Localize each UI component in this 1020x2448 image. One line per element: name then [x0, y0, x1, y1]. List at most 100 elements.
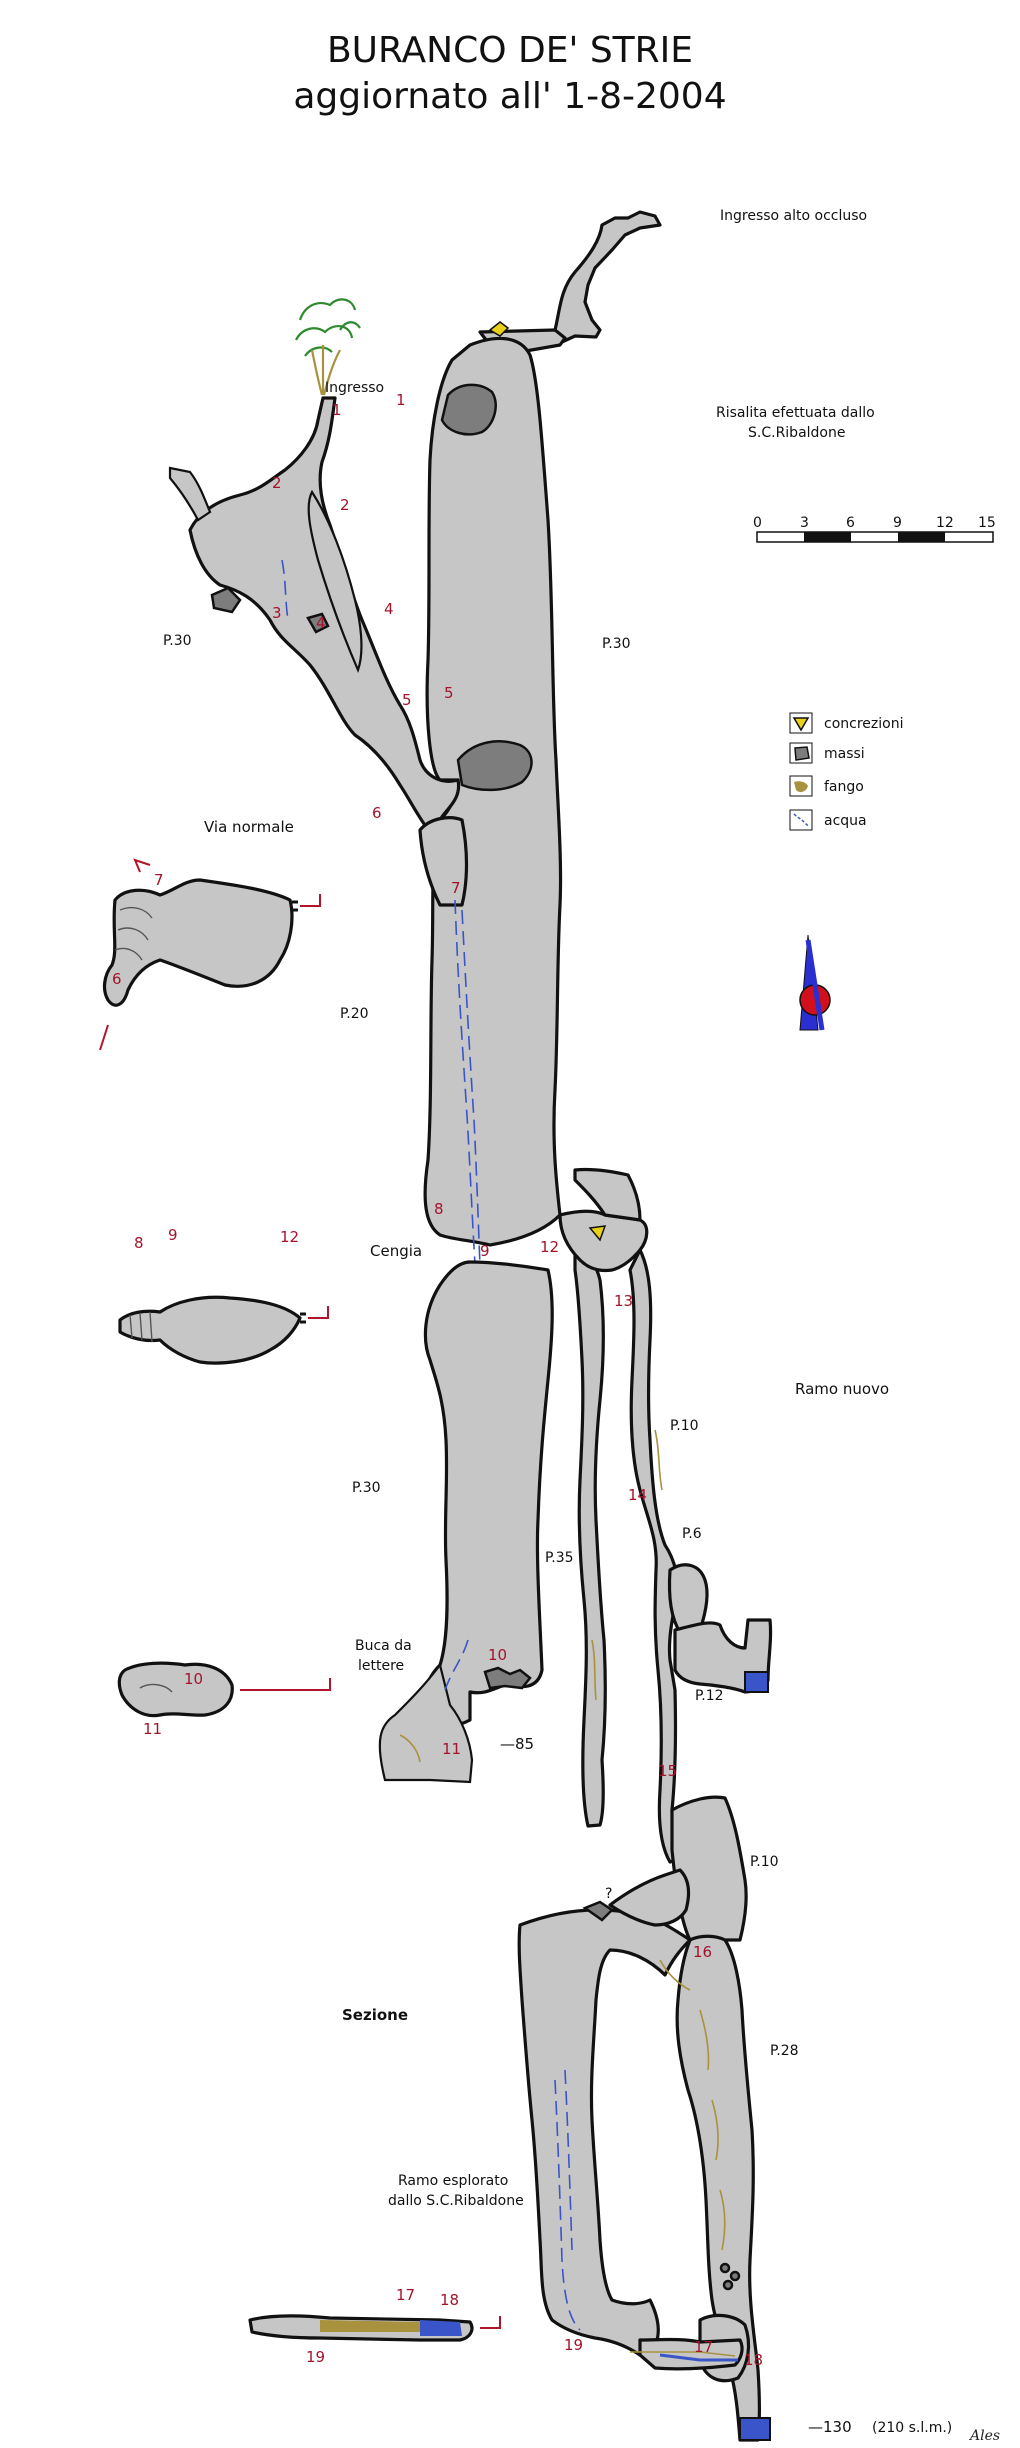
ledge-station-7 — [418, 816, 469, 907]
station-2a: 2 — [272, 474, 282, 492]
water-entry — [281, 559, 289, 621]
pebble-3 — [722, 2279, 734, 2291]
section-station-8: 8 — [134, 1234, 144, 1252]
station-19: 19 — [564, 2336, 583, 2354]
main-shaft-lower — [423, 1260, 554, 1728]
label-p35: P.35 — [545, 1550, 574, 1566]
lower-shaft-p10-top — [608, 1868, 691, 1927]
mud-bottom — [630, 2351, 736, 2357]
station-9: 9 — [480, 1242, 490, 1260]
section-station-7: 7 — [154, 871, 164, 889]
upper-entrance-passage — [553, 210, 662, 344]
section-station-18: 18 — [440, 2291, 459, 2309]
label-cengia: Cengia — [370, 1242, 422, 1260]
label-ramo-esplorato-1: Ramo esplorato — [398, 2173, 508, 2189]
label-p10-a: P.10 — [670, 1418, 699, 1434]
label-elevation: (210 s.l.m.) — [872, 2420, 952, 2436]
label-p10-b: P.10 — [750, 1854, 779, 1870]
signature: Ales — [968, 2428, 1000, 2444]
water-right-pool — [744, 1671, 769, 1693]
legend-label-massi: massi — [824, 746, 865, 762]
station-14: 14 — [628, 1486, 647, 1504]
label-depth-130: —130 — [808, 2418, 852, 2436]
mud-p10 — [654, 1429, 663, 1491]
section-6-marker — [99, 1024, 109, 1051]
station-1a: 1 — [332, 401, 342, 419]
scale-tick-0: 0 — [753, 515, 762, 531]
station-12: 12 — [540, 1238, 559, 1256]
water-bottom-flow — [659, 2353, 738, 2362]
scale-tick-15: 15 — [978, 515, 996, 531]
water-section-bottom — [420, 2320, 462, 2336]
station-7: 7 — [451, 879, 461, 897]
boulder-question-area — [582, 1900, 614, 1922]
section-station-17: 17 — [396, 2286, 415, 2304]
buca-da-lettere-chute — [378, 1662, 474, 1784]
station-8: 8 — [434, 1200, 444, 1218]
label-p30-right: P.30 — [602, 636, 631, 652]
section-station-9: 9 — [168, 1226, 178, 1244]
station-5a: 5 — [402, 691, 412, 709]
scale-tick-12: 12 — [936, 515, 954, 531]
lower-left-branch — [517, 1908, 692, 2357]
junction-13-top — [573, 1167, 642, 1222]
mud-p28-b — [711, 2099, 719, 2161]
station-4a: 4 — [316, 614, 326, 632]
water-lower-left — [554, 2079, 581, 2331]
label-question: ? — [605, 1886, 612, 1902]
label-p6: P.6 — [682, 1526, 702, 1542]
bottom-connector-17 — [638, 2337, 744, 2371]
map-subtitle: aggiornato all' 1-8-2004 — [293, 76, 727, 117]
station-2b: 2 — [340, 496, 350, 514]
p35-shaft — [573, 1243, 607, 1828]
mud-buca — [399, 1734, 421, 1763]
section-10-arrow — [240, 1678, 331, 1691]
concretion-upper — [488, 321, 510, 337]
section-7-marker — [133, 858, 151, 873]
section-station-12: 12 — [280, 1228, 299, 1246]
boulder-lower-cluster — [483, 1666, 532, 1690]
scale-tick-9: 9 — [893, 515, 902, 531]
label-p20: P.20 — [340, 1006, 369, 1022]
section-station-10: 10 — [184, 1670, 203, 1688]
station-6: 6 — [372, 804, 382, 822]
section-station-11: 11 — [143, 1720, 162, 1738]
branch-p6 — [667, 1563, 709, 1634]
pebble-2 — [729, 2270, 741, 2282]
section-station-6: 6 — [112, 970, 122, 988]
water-icon — [789, 809, 813, 831]
pebble-1 — [719, 2262, 731, 2274]
water-bottom-sump — [739, 2417, 771, 2441]
vegetation-icon — [295, 298, 361, 357]
mud-p28-a — [699, 2009, 710, 2071]
legend-label-fango: fango — [824, 779, 864, 795]
entry-boulder-small — [306, 612, 330, 634]
station-15: 15 — [658, 1762, 677, 1780]
mud-icon — [789, 775, 813, 797]
concretion-icon — [789, 712, 813, 734]
section-18-arrow — [480, 2316, 501, 2329]
station-4b: 4 — [384, 600, 394, 618]
cross-section-7-6 — [102, 878, 294, 1007]
label-risalita-2: S.C.Ribaldone — [748, 425, 845, 441]
section-7-tick — [292, 900, 298, 912]
label-ingresso: Ingresso — [325, 380, 384, 396]
boulder-middle — [456, 740, 533, 792]
mud-section-bottom — [320, 2320, 420, 2332]
section-12-tick — [300, 1312, 306, 1324]
label-p30-lower: P.30 — [352, 1480, 381, 1496]
mud-p28-c — [719, 2189, 726, 2251]
label-ramo-esplorato-2: dallo S.C.Ribaldone — [388, 2193, 524, 2209]
station-5b: 5 — [444, 684, 454, 702]
label-p28: P.28 — [770, 2043, 799, 2059]
cross-section-10-11 — [117, 1661, 234, 1718]
entry-side-branch — [168, 466, 212, 522]
station-1b: 1 — [396, 391, 406, 409]
boulder-icon — [789, 742, 813, 764]
legend-label-acqua: acqua — [824, 813, 867, 829]
entry-boulder — [210, 586, 242, 614]
label-ramo-nuovo: Ramo nuovo — [795, 1380, 889, 1398]
section-station-19: 19 — [306, 2348, 325, 2366]
label-sezione: Sezione — [342, 2006, 408, 2024]
